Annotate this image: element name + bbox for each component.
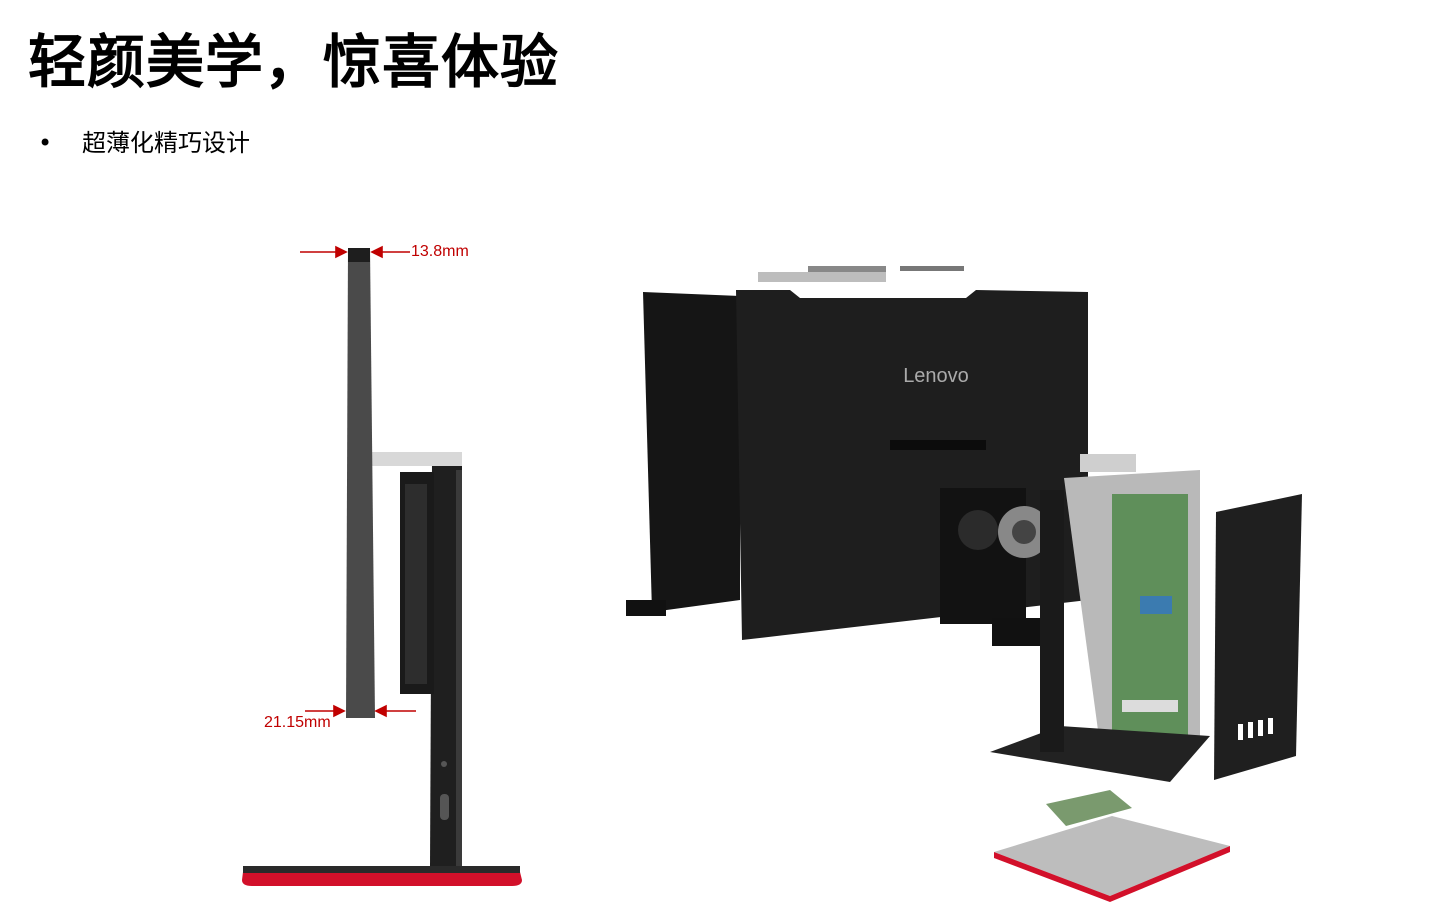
- bottom-thickness-label: 21.15mm: [264, 714, 331, 731]
- side-profile-view: [242, 245, 522, 886]
- rear-vent-slot: [890, 440, 986, 450]
- side-panel: [1214, 494, 1302, 780]
- stand-arm: [1040, 490, 1064, 752]
- lenovo-logo: Lenovo: [903, 365, 969, 387]
- base-plate: [994, 816, 1230, 896]
- dimension-arrows: [300, 245, 416, 718]
- stand-base-top: [243, 866, 520, 873]
- stand-column: [430, 462, 462, 866]
- bullet-marker: •: [38, 129, 53, 157]
- exploded-view: Lenovo: [626, 266, 1302, 902]
- slide-title: 轻颜美学，惊喜体验: [28, 28, 560, 96]
- bullet-item: • 超薄化精巧设计: [38, 126, 250, 160]
- top-rail: [758, 272, 886, 282]
- base-plate-red-edge: [994, 846, 1230, 902]
- side-button: [440, 794, 449, 820]
- stand-base-red: [242, 872, 522, 886]
- speaker-grille: [958, 510, 998, 550]
- small-board: [1046, 790, 1132, 826]
- side-port: [441, 761, 447, 767]
- bullet-text: 超薄化精巧设计: [82, 129, 250, 157]
- back-frame: [643, 292, 740, 612]
- display-panel-profile: [346, 248, 375, 718]
- chassis-tray: [990, 726, 1210, 782]
- hinge-bracket: [372, 452, 462, 466]
- rear-cover: [736, 290, 1088, 640]
- top-thickness-label: 13.8mm: [411, 243, 469, 260]
